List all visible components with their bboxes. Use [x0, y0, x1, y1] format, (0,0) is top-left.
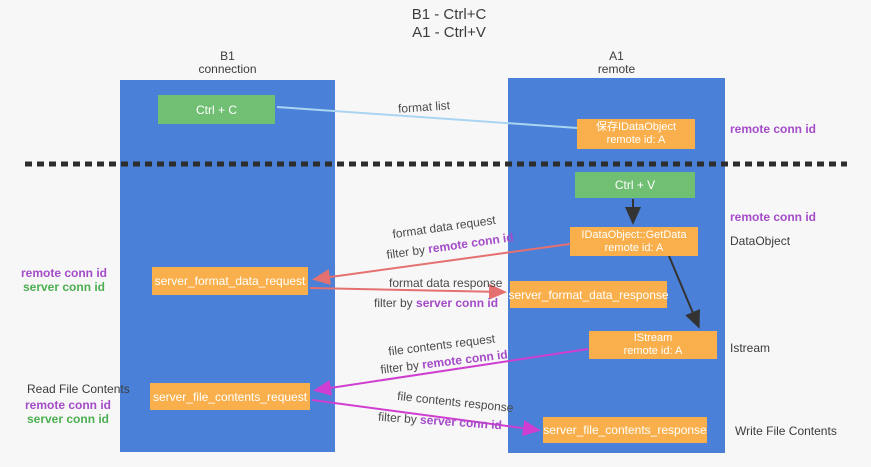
filter-by-text: filter by	[377, 409, 421, 427]
server-conn-id-text: server conn id	[416, 296, 499, 310]
format-list-annotation: format list	[397, 98, 451, 116]
left-conn-id-group-file: remote conn id server conn id	[22, 398, 114, 426]
filter-by-text: filter by	[385, 242, 430, 262]
remote-conn-id-label-left-file: remote conn id	[24, 398, 111, 412]
server-format-data-request-node: server_format_data_request	[152, 267, 308, 295]
server-file-contents-request-node: server_file_contents_request	[150, 383, 310, 410]
filter-by-server-annotation-file: filter by server conn id	[378, 410, 503, 433]
istream-remote-id: remote id: A	[623, 345, 683, 357]
right-column-header: A1 remote	[508, 50, 725, 76]
server-format-data-response-node: server_format_data_response	[508, 281, 669, 308]
left-column-header: B1 connection	[120, 50, 335, 76]
save-idataobject-remote-id: remote id: A	[606, 134, 666, 146]
filter-by-text: filter by	[374, 296, 417, 310]
server-conn-id-text: server conn id	[419, 412, 503, 433]
server-conn-id-label-left-file: server conn id	[26, 412, 110, 426]
right-column-name: A1	[609, 49, 624, 63]
ctrl-v-node: Ctrl + V	[575, 172, 695, 198]
left-column-name: B1	[220, 49, 235, 63]
dataobject-label: DataObject	[730, 234, 791, 248]
save-idataobject-node: 保存IDataObject remote id: A	[577, 119, 695, 149]
remote-conn-id-label-dataobject: remote conn id	[730, 210, 817, 224]
server-file-contents-response-node: server_file_contents_response	[543, 417, 707, 443]
ctrl-c-node: Ctrl + C	[158, 95, 275, 124]
write-file-contents-label: Write File Contents	[735, 424, 837, 438]
filter-by-server-annotation-format: filter by server conn id	[374, 296, 498, 310]
left-column-role: connection	[198, 62, 257, 76]
read-file-contents-label: Read File Contents	[27, 382, 130, 396]
getdata-label: IDataObject::GetData	[581, 228, 687, 241]
file-contents-response-annotation: file contents response	[396, 388, 515, 416]
diagram-title: B1 - Ctrl+C A1 - Ctrl+V	[349, 6, 549, 42]
title-line-1: B1 - Ctrl+C	[411, 6, 487, 23]
save-idataobject-label: 保存IDataObject	[595, 121, 677, 133]
filter-by-text: filter by	[379, 357, 424, 377]
right-column-role: remote	[597, 62, 636, 76]
getdata-node: IDataObject::GetData remote id: A	[570, 227, 698, 256]
istream-node: IStream remote id: A	[589, 331, 717, 359]
left-conn-id-group-format: remote conn id server conn id	[18, 266, 110, 294]
getdata-remote-id: remote id: A	[604, 241, 664, 254]
remote-conn-id-label-left-format: remote conn id	[20, 266, 107, 280]
server-conn-id-label-left-format: server conn id	[22, 280, 106, 294]
format-data-response-annotation: format data response	[389, 276, 503, 290]
istream-label: IStream	[633, 332, 673, 344]
remote-conn-id-label-top: remote conn id	[730, 122, 817, 136]
title-line-2: A1 - Ctrl+V	[412, 24, 486, 41]
istream-side-label: Istream	[730, 341, 771, 355]
